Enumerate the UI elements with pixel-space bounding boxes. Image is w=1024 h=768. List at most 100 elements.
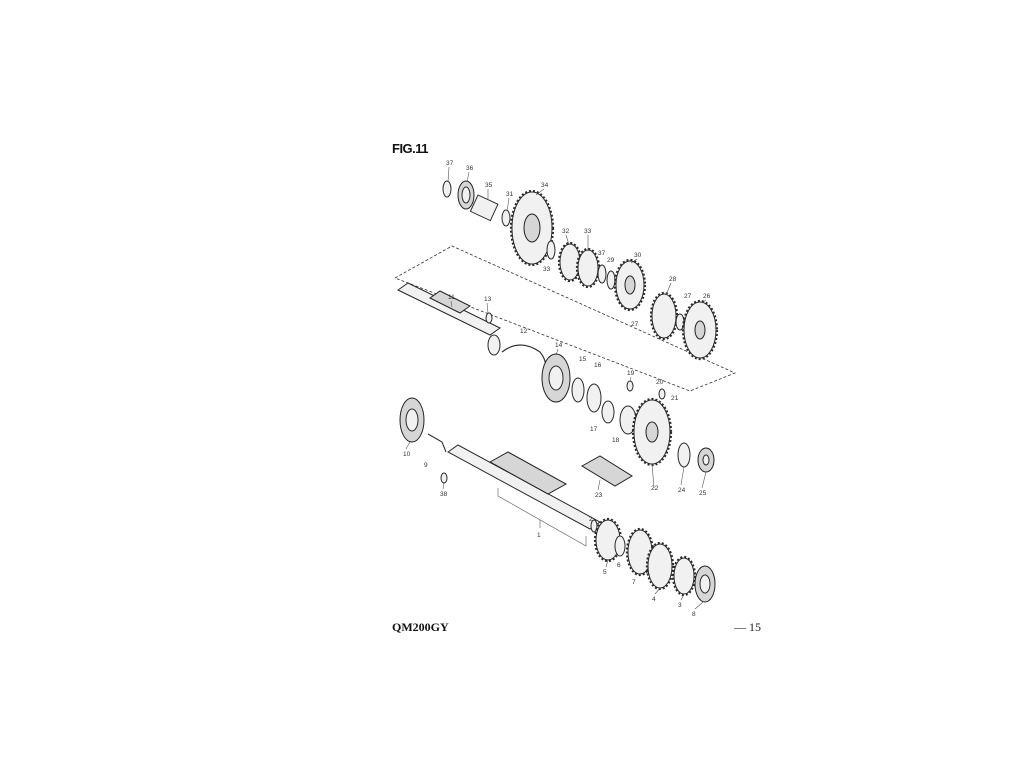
gear-34-teeth [509,189,555,267]
bearing-14-race [548,365,564,391]
callout-19: 19 [627,370,635,377]
sprocket-22-hub [645,421,659,443]
callout-13: 13 [484,296,492,303]
leader-31 [506,197,510,212]
part-17-collar [601,400,615,424]
part-11-countershaft [397,282,501,336]
leader-3 [680,593,685,601]
gear-30-teeth [613,258,647,312]
callout-25: 25 [699,490,707,497]
part-28-gear [651,293,677,339]
part-6-bush [614,535,626,557]
callout-9: 9 [424,462,428,469]
callout-28: 28 [669,276,677,283]
leader-19 [629,376,632,383]
callout-27-right: 27 [684,293,692,300]
leader-23 [597,479,601,491]
leader-13 [486,302,489,314]
part-4-gear [647,543,673,589]
callout-26: 26 [703,293,711,300]
callout-38: 38 [440,491,448,498]
callout-31-mid: 32 [562,228,570,235]
part-15-seal [571,377,585,403]
callout-29: 29 [607,257,615,264]
callout-33: 33 [543,266,551,273]
leader-26 [701,299,707,304]
part-35-bushing [469,194,499,222]
callout-31-top: 31 [506,191,514,198]
countershaft-assembly [397,282,715,487]
part-1-bracket [497,488,587,547]
callout-8: 8 [692,611,696,618]
top-gear-row [442,180,719,361]
part-2-washer [590,519,598,533]
leader-31b [565,234,570,246]
part-23-drive-chain [581,455,633,487]
model-label: QM200GY [392,620,449,634]
part-9-plate [427,433,447,453]
callout-17: 17 [590,426,598,433]
gear-26-teeth [681,299,719,361]
callout-18: 18 [612,437,620,444]
leader-34 [535,188,545,196]
leader-10 [405,441,411,450]
countershaft-group-outline [394,245,737,392]
callout-11: 11 [448,294,455,301]
main-shaft-splines [488,451,568,495]
leader-5 [605,559,609,568]
bearing-36-race [461,186,471,204]
gear-30-hub [624,275,636,295]
part-37-circlip [442,180,452,198]
gear-3-teeth [671,555,697,597]
callout-leader-lines [405,166,707,610]
callout-30: 30 [634,252,642,259]
bearing-8-race [699,574,711,594]
leader-24 [680,466,685,486]
callout-37-mid: 37 [598,250,606,257]
gear-4-teeth [645,541,675,591]
callout-16: 16 [594,362,602,369]
part-1-main-shaft [447,444,601,530]
callout-14: 14 [555,342,563,349]
leader-36 [466,171,470,183]
callout-4: 4 [652,596,656,603]
part-20-bolt [658,388,666,400]
callout-7: 7 [632,579,636,586]
part-12-oil-seal-wire [501,344,547,373]
callout-15: 15 [579,356,587,363]
leader-37 [447,166,450,183]
main-shaft-assembly [399,397,716,603]
countershaft-splines [429,290,471,314]
leader-4 [654,587,661,595]
countershaft-end-gear [487,334,501,356]
callout-12: 12 [520,328,528,335]
leader-14 [555,348,559,356]
part-37-circlip-b [597,264,607,284]
leader-11 [450,300,453,308]
leader-22 [651,463,655,489]
page-number: — 15 [734,620,761,634]
bearing-10-race [405,408,419,432]
part-38-bolt [440,472,448,484]
leader-28 [665,282,672,296]
gear-26-hub [694,320,706,340]
callout-27-left: 27 [631,321,639,328]
callout-2: 2 [589,516,593,523]
nut-25-hole [702,454,710,466]
callout-5: 5 [603,569,607,576]
leader-38 [442,482,445,490]
callout-labels: 37 36 35 31 34 32 33 33 37 29 30 28 27 2… [403,160,711,618]
callout-37-top: 37 [446,160,454,167]
part-19-bolt [626,380,634,392]
callout-32: 33 [584,228,592,235]
callout-23: 23 [595,492,603,499]
gear-34-hub [523,213,541,243]
figure-title: FIG.11 [392,141,429,156]
leader-30 [630,258,638,264]
part-13-bolt [485,312,493,324]
callout-20: 20 [656,379,664,386]
leader-25 [701,471,707,489]
callout-6: 6 [617,562,621,569]
callout-24: 24 [678,487,686,494]
